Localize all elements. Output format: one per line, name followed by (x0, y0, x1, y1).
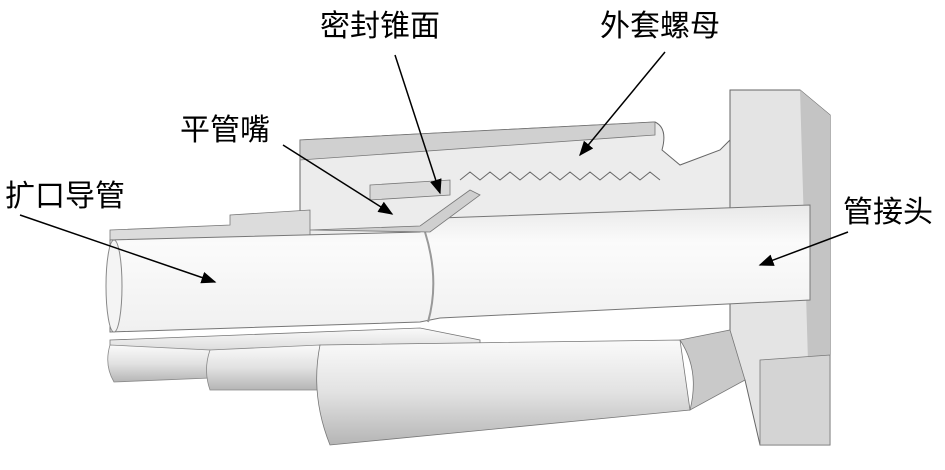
sealing-cone (309, 189, 481, 233)
arrow-flared-tube (19, 214, 217, 284)
label-flat-nozzle: 平管嘴 (180, 113, 270, 148)
label-pipe-joint: 管接头 (843, 195, 933, 230)
label-flared-tube: 扩口导管 (5, 179, 125, 214)
outer-nut-lower (316, 339, 691, 446)
arrow-pipe-joint (758, 231, 849, 266)
arrow-sealing-cone (394, 54, 442, 195)
thread-upper (459, 171, 661, 181)
arrow-outer-nut (579, 51, 666, 157)
label-outer-nut: 外套螺母 (600, 9, 720, 44)
label-sealing-cone: 密封锥面 (320, 9, 440, 44)
arrow-flat-nozzle (282, 144, 394, 215)
bore (109, 204, 811, 333)
